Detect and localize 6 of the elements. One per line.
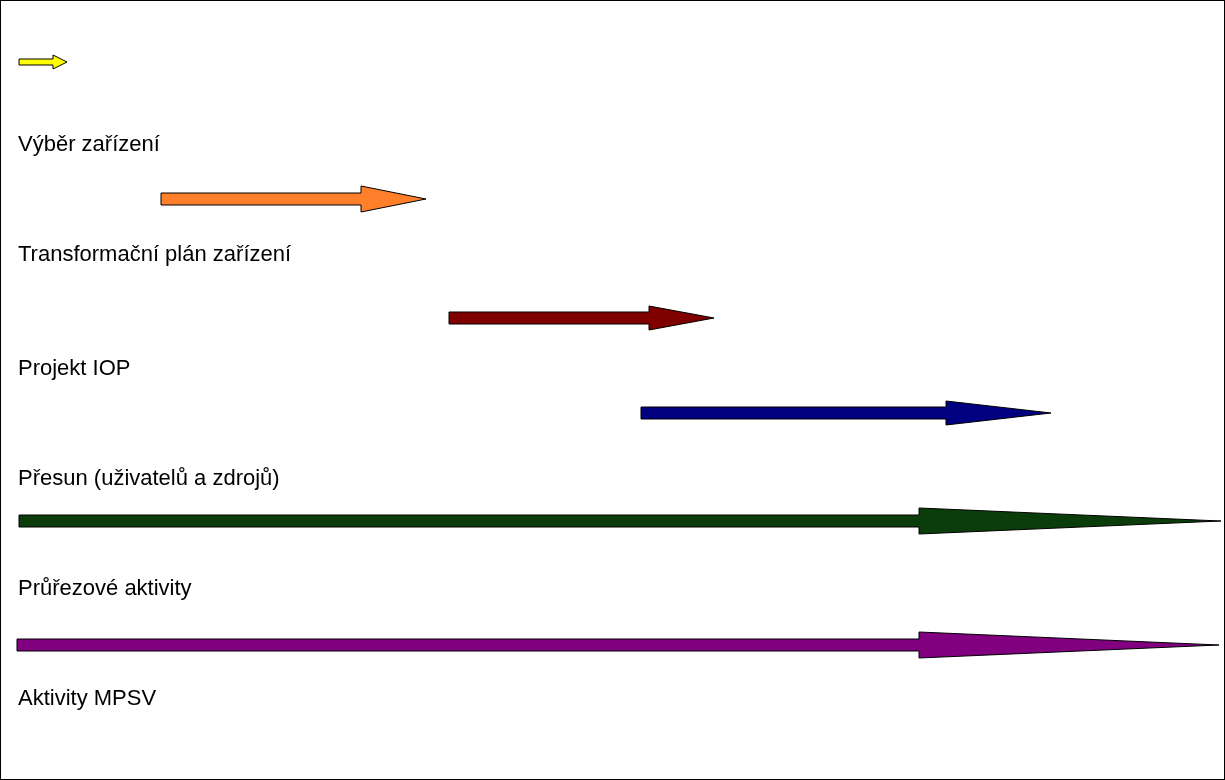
phase-label: Přesun (uživatelů a zdrojů) — [18, 465, 280, 491]
phase-label: Aktivity MPSV — [18, 685, 157, 711]
phase-label: Projekt IOP — [18, 355, 131, 381]
phase-label: Výběr zařízení — [18, 131, 160, 157]
phase-label: Transformační plán zařízení — [18, 241, 292, 267]
phase-label: Průřezové aktivity — [18, 575, 192, 601]
